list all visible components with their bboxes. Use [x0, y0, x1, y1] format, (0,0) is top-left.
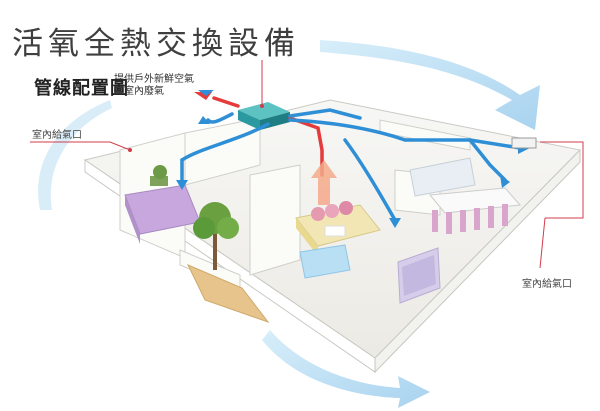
- wood-floor: [186, 264, 270, 324]
- swirl-arrow-top: [320, 40, 540, 130]
- page-title: 活氧全熱交換設備: [12, 26, 300, 62]
- living-room-sofa: [295, 201, 381, 256]
- bedroom: [124, 165, 201, 244]
- leader-dot-unit: [260, 104, 264, 108]
- tv-wall: [397, 247, 441, 304]
- legend-exhaust-air: 排室內廢氣: [114, 86, 164, 97]
- exhaust-ducts: [212, 96, 324, 177]
- wall-ac-unit: [511, 137, 537, 149]
- supply-ducts: [180, 108, 522, 222]
- swirl-arrow-bottom: [262, 330, 430, 408]
- intake-arrow: [198, 90, 214, 96]
- label-left-supply-outlet: 室內給氣口: [32, 130, 82, 141]
- diagram-subtitle: 管線配置圖: [34, 78, 129, 99]
- upflow-arrow: [311, 160, 337, 205]
- dining-area: [409, 157, 522, 234]
- blue-cabinet: [299, 244, 351, 279]
- legend-fresh-air: 提供戶外新鮮空氣: [114, 74, 194, 85]
- leader-dot-left: [128, 148, 132, 152]
- outer-wall-right: [374, 148, 581, 374]
- airflow-legend: 提供戶外新鮮空氣 排室內廢氣: [114, 74, 194, 98]
- leader-lines: [30, 60, 584, 269]
- label-right-supply-outlet: 室內給氣口: [522, 279, 572, 290]
- indoor-tree: [193, 202, 239, 270]
- swirl-arc-left: [38, 100, 112, 210]
